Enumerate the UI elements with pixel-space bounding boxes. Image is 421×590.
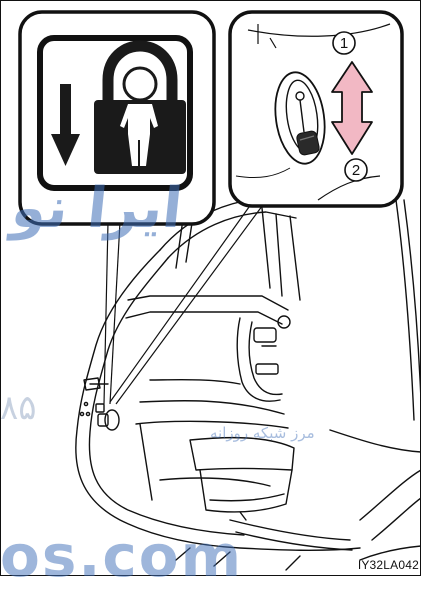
callout-number-1: 1 [340,35,348,52]
lever-detail-box [230,12,402,206]
child-lock-diagram: 1 2 ایرا نو ۸۵ مرز شبکه روزانه os.com IY… [0,0,421,576]
rear-door-illustration [76,198,421,570]
callout-leader-lines [104,198,268,404]
callout-number-2: 2 [352,162,360,179]
child-lock-symbol-box [20,12,214,224]
image-code: IY32LA042 [358,558,419,572]
diagram-canvas: 1 2 [0,0,421,576]
